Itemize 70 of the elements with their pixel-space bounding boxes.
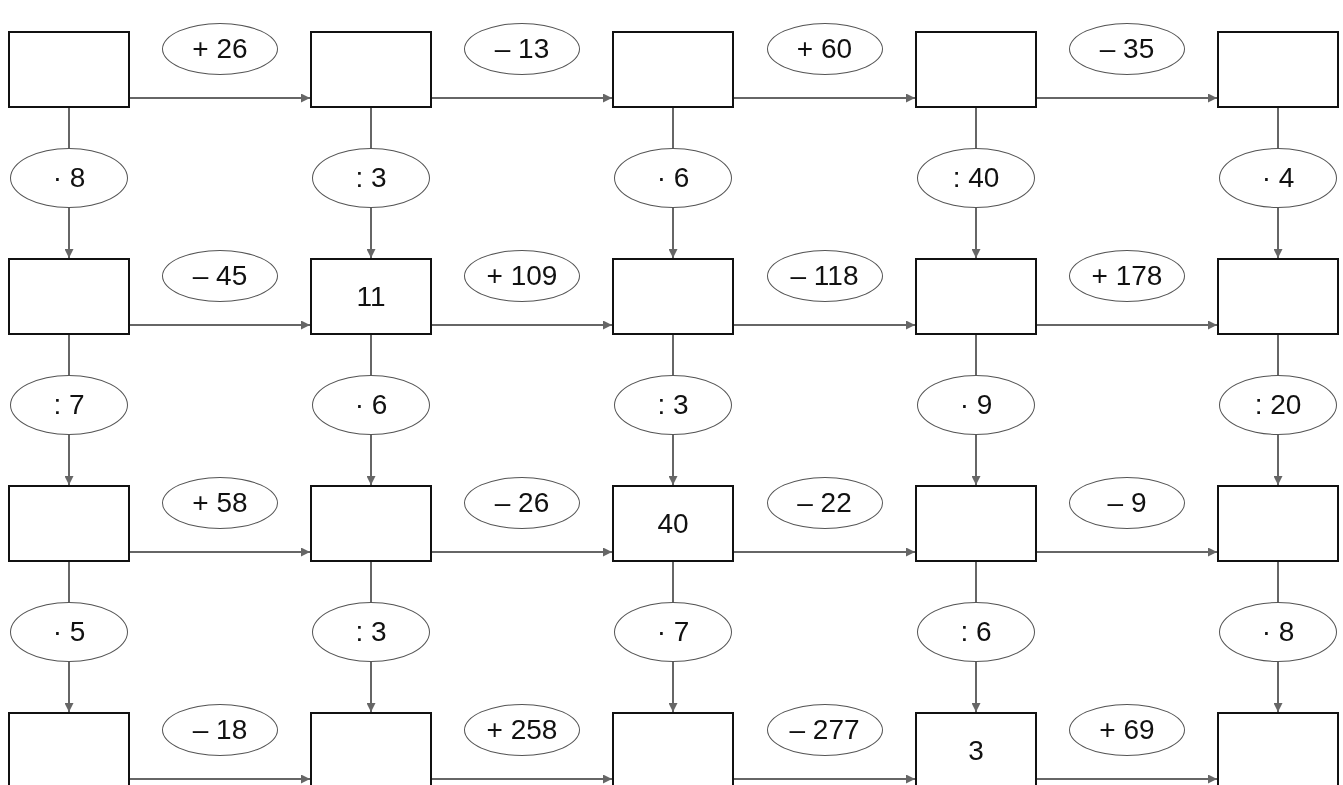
edge-label: · 6 <box>312 375 430 435</box>
edge-label: – 45 <box>162 250 278 302</box>
arrow <box>1036 320 1218 330</box>
edge-label: · 8 <box>10 148 128 208</box>
answer-box <box>8 258 130 335</box>
answer-box <box>1217 712 1339 785</box>
answer-box <box>310 31 432 108</box>
answer-box <box>1217 258 1339 335</box>
edge-label: : 6 <box>917 602 1035 662</box>
answer-box <box>310 485 432 562</box>
edge-label: – 277 <box>766 704 883 756</box>
edge-label: · 8 <box>1219 602 1337 662</box>
answer-box <box>915 31 1037 108</box>
answer-box <box>612 712 734 785</box>
edge-label: + 258 <box>464 704 580 756</box>
arrow <box>733 774 916 784</box>
arrow <box>733 93 916 103</box>
edge-label: + 178 <box>1069 250 1185 302</box>
arrow <box>1036 547 1218 557</box>
edge-label: + 26 <box>162 23 278 75</box>
edge-label: : 3 <box>312 148 430 208</box>
number: 40 <box>657 507 689 540</box>
edge-label: – 13 <box>464 23 580 75</box>
answer-box <box>1217 485 1339 562</box>
arrow <box>129 93 311 103</box>
arrow <box>431 547 613 557</box>
answer-box <box>915 258 1037 335</box>
edge-label: + 58 <box>162 477 278 529</box>
edge-label: – 9 <box>1069 477 1185 529</box>
arrow <box>733 547 916 557</box>
edge-label: – 22 <box>766 477 883 529</box>
number: 3 <box>968 734 984 767</box>
edge-label: : 3 <box>312 602 430 662</box>
edge-label: · 7 <box>614 602 732 662</box>
arrow <box>129 547 311 557</box>
answer-box <box>310 258 432 335</box>
edge-label: + 69 <box>1069 704 1185 756</box>
edge-label: – 118 <box>766 250 883 302</box>
edge-label: + 109 <box>464 250 580 302</box>
arrow <box>431 320 613 330</box>
edge-label: · 9 <box>917 375 1035 435</box>
edge-label: : 20 <box>1219 375 1337 435</box>
edge-label: – 26 <box>464 477 580 529</box>
answer-box <box>612 485 734 562</box>
answer-box <box>1217 31 1339 108</box>
answer-box <box>8 485 130 562</box>
edge-label: : 40 <box>917 148 1035 208</box>
arrow <box>129 774 311 784</box>
edge-label: · 4 <box>1219 148 1337 208</box>
edge-label: : 3 <box>614 375 732 435</box>
answer-box <box>310 712 432 785</box>
arrow <box>1036 93 1218 103</box>
answer-box <box>8 31 130 108</box>
answer-box <box>915 712 1037 785</box>
arrow <box>129 320 311 330</box>
edge-label: · 5 <box>10 602 128 662</box>
arrow <box>431 774 613 784</box>
arrow <box>733 320 916 330</box>
answer-box <box>8 712 130 785</box>
answer-box <box>612 258 734 335</box>
edge-label: : 7 <box>10 375 128 435</box>
answer-box <box>915 485 1037 562</box>
arrow <box>431 93 613 103</box>
number: 11 <box>356 280 386 313</box>
edge-label: – 35 <box>1069 23 1185 75</box>
edge-label: – 18 <box>162 704 278 756</box>
arrow <box>1036 774 1218 784</box>
edge-label: · 6 <box>614 148 732 208</box>
edge-label: + 60 <box>766 23 883 75</box>
answer-box <box>612 31 734 108</box>
